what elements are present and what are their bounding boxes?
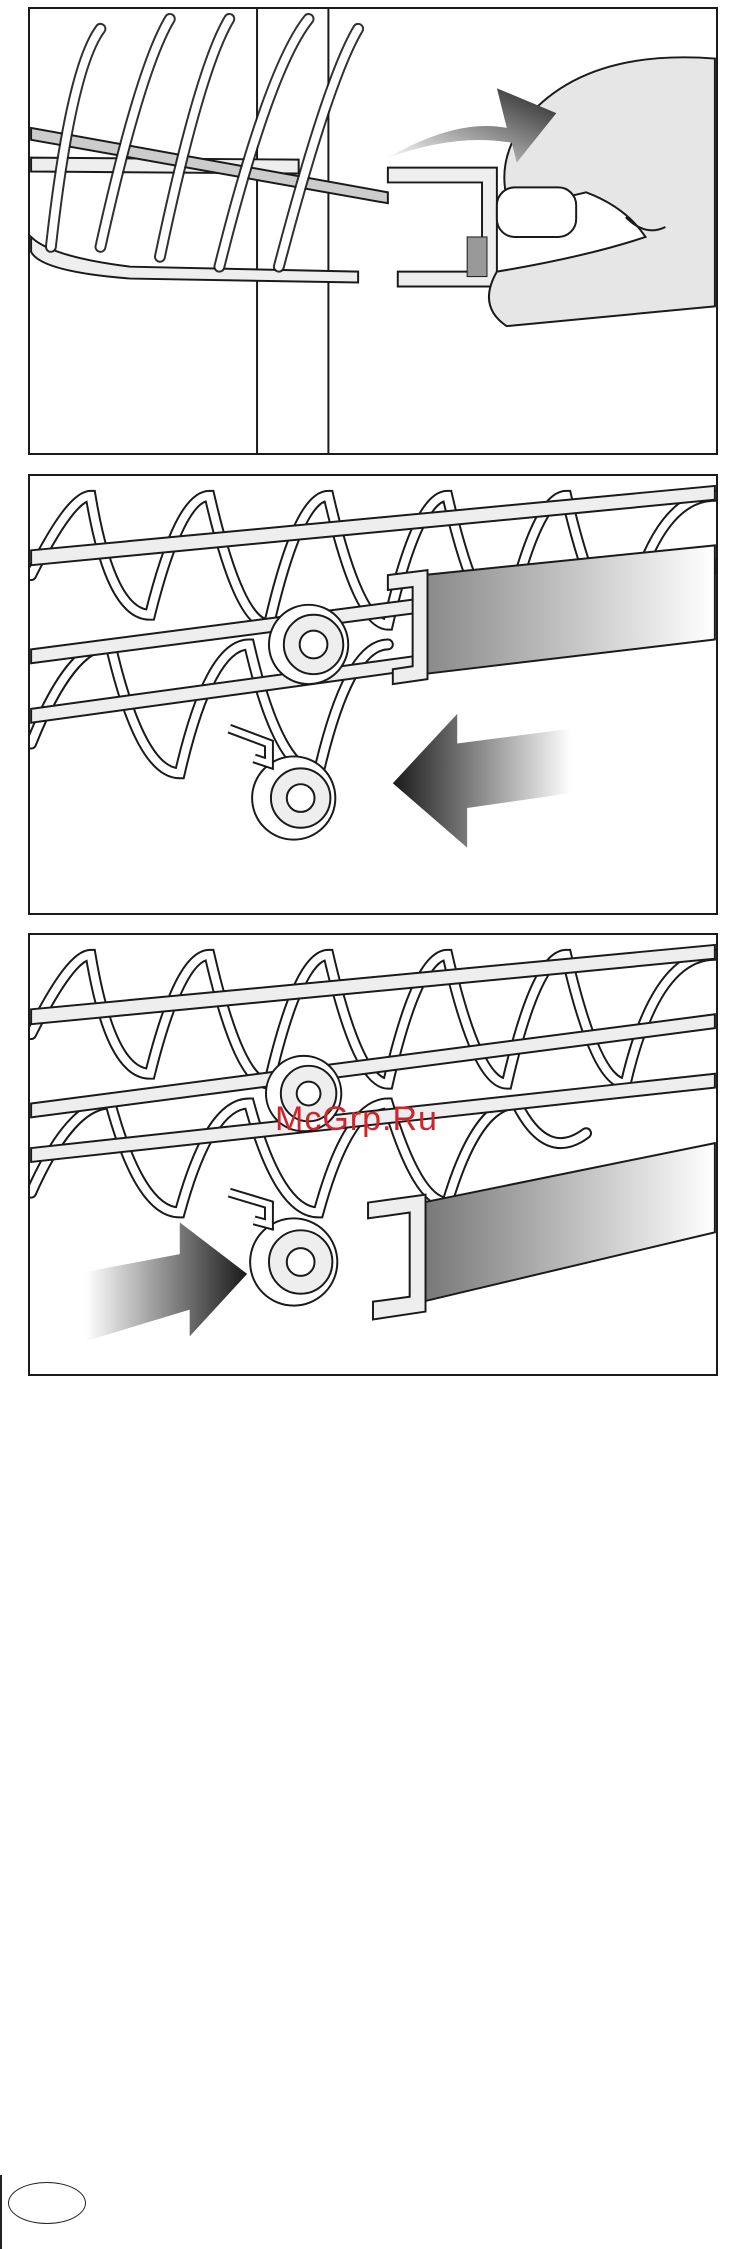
thumb-icon (497, 187, 576, 237)
illustration-panel-3 (28, 933, 718, 1376)
illustration-panel-2 (28, 474, 718, 915)
rail (423, 1143, 715, 1302)
wheel-icon (252, 756, 335, 839)
rack-wires (31, 128, 388, 283)
illustration-panel-1 (28, 7, 718, 455)
rail-installation-illustration (30, 935, 716, 1374)
page-number-oval (8, 2182, 86, 2224)
wheel-icon (250, 1218, 337, 1305)
page-edge-line (0, 2175, 2, 2249)
right-arrow-icon (86, 1222, 248, 1341)
basket-rail-clip-illustration (30, 9, 716, 453)
rail-removal-illustration (30, 476, 716, 913)
left-arrow-icon (393, 714, 571, 848)
watermark-text: McGrp.Ru (275, 1100, 438, 1139)
wheel-icon (269, 605, 348, 684)
